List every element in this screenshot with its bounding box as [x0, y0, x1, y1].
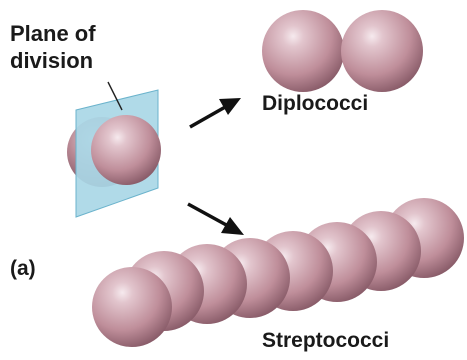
plane-of-division-label: Plane of division: [10, 20, 96, 74]
diplococcus: [262, 10, 344, 92]
diplococci-pair: [262, 10, 423, 92]
arrow-to-streptococci: [188, 204, 244, 235]
plane-label-line-1: Plane of: [10, 20, 96, 47]
dividing-coccus: [67, 90, 161, 217]
diplococcus: [341, 10, 423, 92]
diplococci-label: Diplococci: [262, 93, 368, 114]
plane-label-line-2: division: [10, 47, 96, 74]
streptococci-label: Streptococci: [262, 330, 389, 351]
arrow-to-diplococci: [190, 98, 241, 127]
panel-label: (a): [10, 258, 36, 279]
coccus-front-half: [91, 115, 161, 185]
streptococci-chain: [92, 198, 464, 347]
streptococcus: [92, 267, 172, 347]
